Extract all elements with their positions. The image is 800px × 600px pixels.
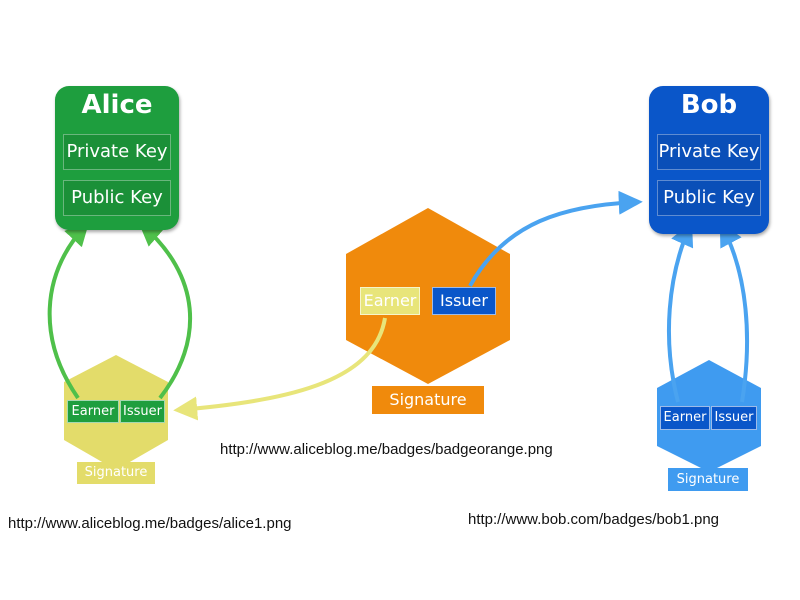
orange-badge-hexagon [346, 208, 510, 384]
bob-name: Bob [680, 90, 738, 120]
alice-private-key: Private Key [63, 134, 171, 170]
yellow-badge-earner: Earner [67, 400, 119, 423]
blue-badge-earner: Earner [660, 406, 710, 430]
arrow-blue-issuer-to-bob-key [719, 221, 749, 403]
bob-public-key: Public Key [657, 180, 761, 216]
blue-badge-issuer: Issuer [711, 406, 757, 430]
arrow-blue-earner-to-bob-key [667, 221, 694, 403]
orange-badge-signature: Signature [372, 386, 484, 414]
alice-public-key: Public Key [63, 180, 171, 216]
blue-badge-url: http://www.bob.com/badges/bob1.png [468, 511, 720, 528]
orange-badge-url: http://www.aliceblog.me/badges/badgeoran… [220, 441, 553, 458]
alice-card: Alice Private Key Public Key [55, 86, 179, 230]
blue-badge-signature: Signature [668, 468, 748, 491]
orange-badge-issuer: Issuer [432, 287, 496, 315]
alice-name: Alice [81, 90, 153, 120]
yellow-badge-url: http://www.aliceblog.me/badges/alice1.pn… [8, 515, 292, 532]
arrow-orange-earner-to-yellow-badge [173, 317, 387, 421]
arrow-issuer-to-alice-key [138, 221, 193, 400]
bob-card: Bob Private Key Public Key [649, 86, 769, 234]
arrow-orange-issuer-to-bob-key [468, 190, 643, 287]
bob-private-key: Private Key [657, 134, 761, 170]
arrow-earner-to-alice-key [47, 221, 90, 400]
orange-badge-earner: Earner [360, 287, 420, 315]
yellow-badge-issuer: Issuer [120, 400, 165, 423]
yellow-badge-signature: Signature [77, 462, 155, 484]
